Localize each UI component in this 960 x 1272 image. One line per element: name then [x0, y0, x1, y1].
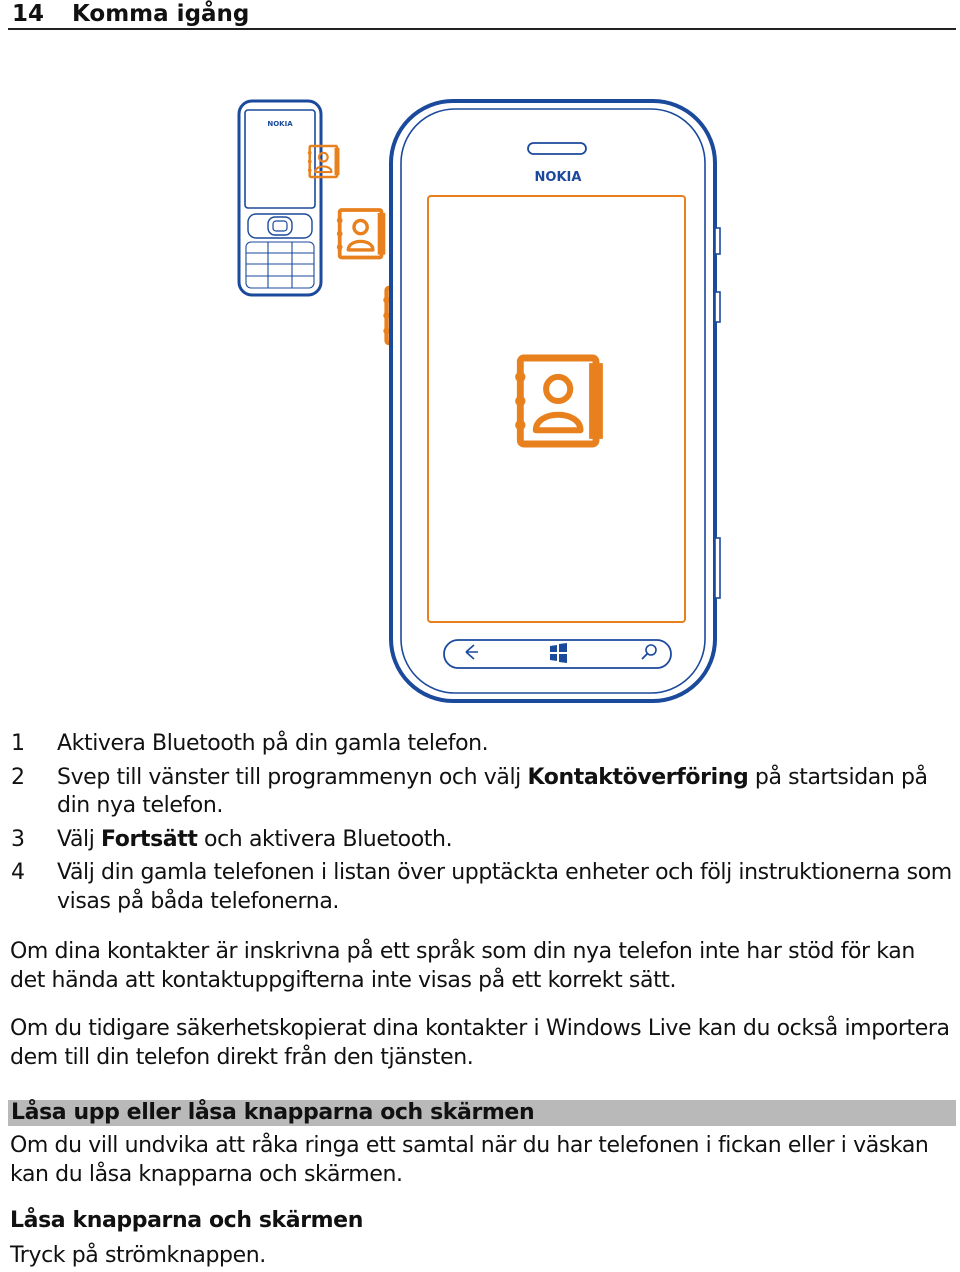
step-keyword: Fortsätt: [101, 826, 198, 852]
paragraph-windows-live: Om du tidigare säkerhetskopierat dina ko…: [10, 1016, 950, 1070]
contact-transfer-illustration: NOKIA NOKIA: [237, 99, 721, 703]
section-heading: Låsa upp eller låsa knapparna och skärme…: [8, 1100, 956, 1126]
step-2: 2 Svep till vänster till programmenyn oc…: [8, 764, 952, 821]
step-number: 4: [11, 860, 25, 885]
contact-book-icon: [337, 210, 382, 258]
chapter-title: Komma igång: [72, 1, 250, 27]
step-keyword: Kontaktöverföring: [527, 764, 749, 790]
step-text: Välj din gamla telefonen i listan över u…: [57, 860, 952, 914]
step-text: Aktivera Bluetooth på din gamla telefon.: [57, 731, 489, 756]
page-header: 14 Komma igång: [8, 0, 956, 30]
step-text: och aktivera Bluetooth.: [197, 826, 453, 852]
paragraph-lock-intro: Om du vill undvika att råka ringa ett sa…: [10, 1133, 929, 1187]
search-icon: [641, 644, 657, 660]
step-text: Välj: [57, 826, 102, 852]
step-4: 4 Välj din gamla telefonen i listan över…: [8, 859, 952, 916]
paragraph-language-note: Om dina kontakter är inskrivna på ett sp…: [10, 939, 915, 993]
step-3: 3 Välj Fortsätt och aktivera Bluetooth.: [8, 826, 952, 855]
step-1: 1 Aktivera Bluetooth på din gamla telefo…: [8, 730, 952, 759]
step-text: Svep till vänster till programmenyn och …: [57, 764, 528, 790]
instruction-steps: 1 Aktivera Bluetooth på din gamla telefo…: [8, 730, 952, 921]
step-number: 2: [11, 764, 25, 790]
back-icon: [465, 644, 478, 660]
old-phone-brand: NOKIA: [267, 120, 293, 128]
windows-icon: [550, 643, 567, 663]
step-number: 1: [11, 731, 25, 756]
subsection-title: Låsa knapparna och skärmen: [10, 1208, 363, 1233]
old-phone: NOKIA: [237, 99, 323, 297]
step-text: på startsidan på din nya telefon.: [57, 764, 928, 819]
section-title: Låsa upp eller låsa knapparna och skärme…: [11, 1100, 535, 1125]
page-number: 14: [12, 1, 45, 27]
step-number: 3: [11, 826, 25, 852]
new-phone-brand: NOKIA: [535, 170, 582, 185]
paragraph-power-button: Tryck på strömknappen.: [10, 1243, 266, 1268]
